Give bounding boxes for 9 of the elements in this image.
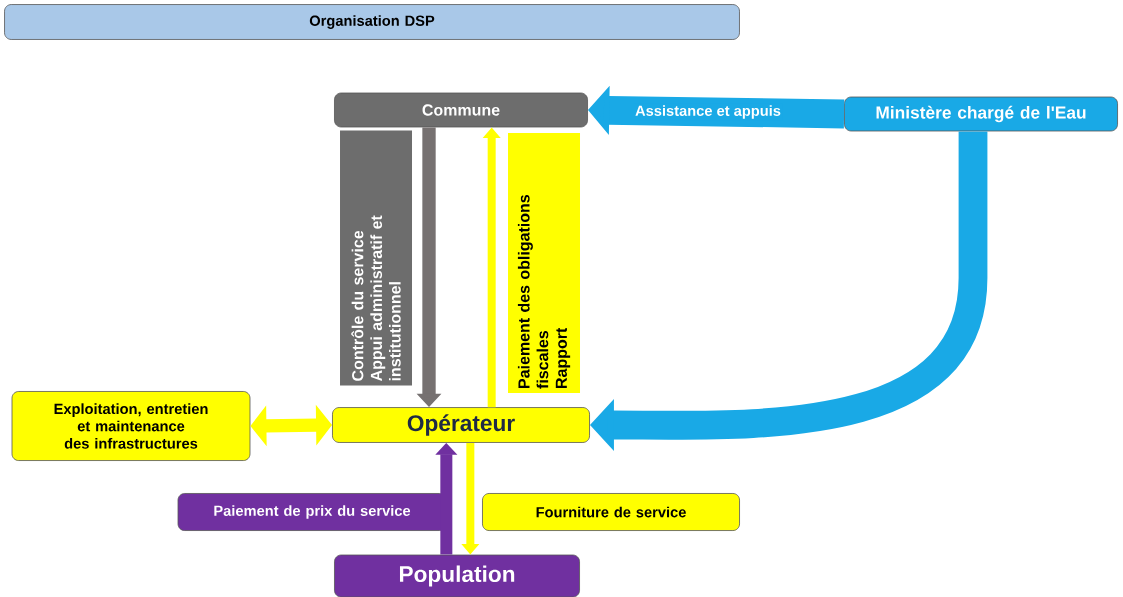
label-box: Paiement de prix du service [177,493,447,531]
process-box: Commune [334,92,588,128]
process-box: Population [334,554,580,597]
process-box: Ministère chargé de l'Eau [844,96,1118,132]
node-label: Ministère chargé de l'Eau [876,105,1086,123]
vertical-label-band: Paiement des obligations fiscales Rapport [508,133,580,393]
vertical-label-band: Contrôle du service Appui administratif et institutionnel [340,130,412,386]
title-bar: Organisation DSP [4,4,740,40]
label-box: Fourniture de service [482,493,740,531]
